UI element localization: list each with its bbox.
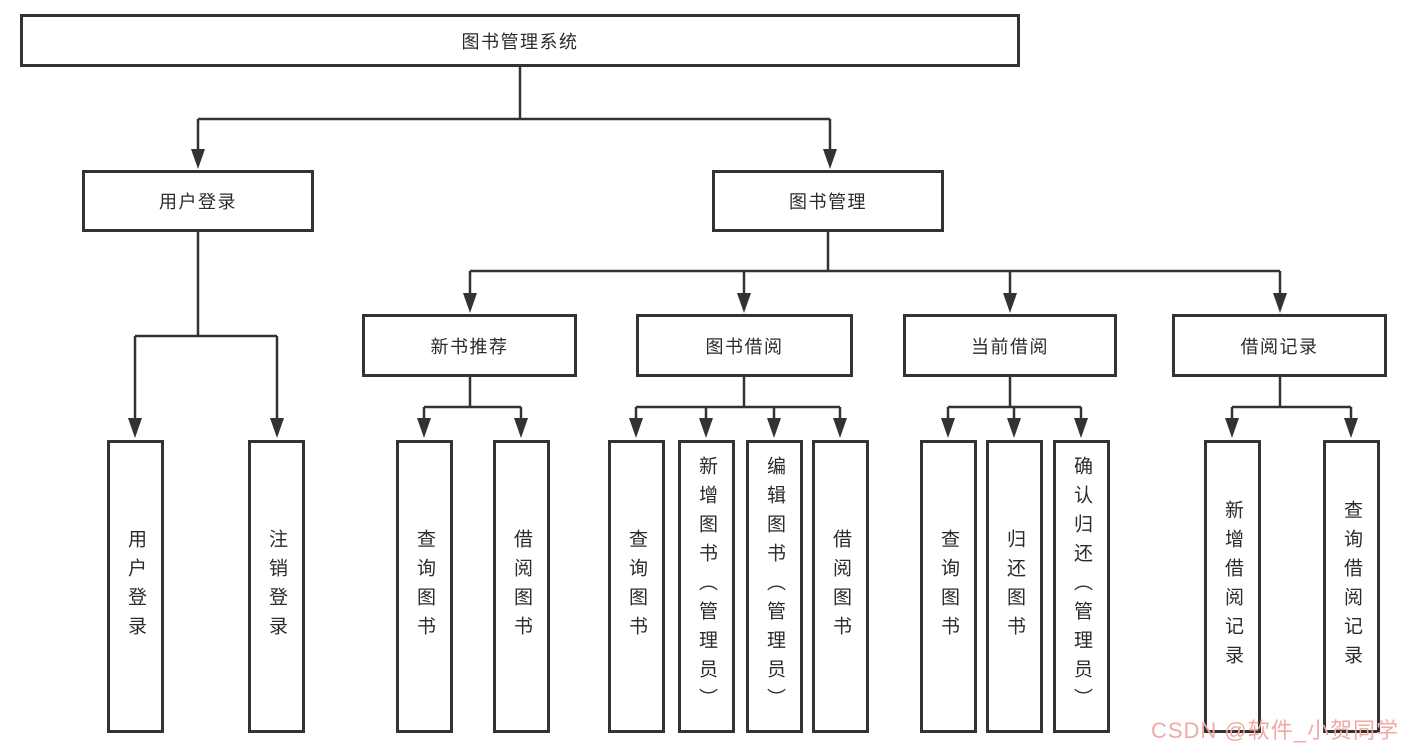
- leaf-add-borrow-record: 新增借阅记录: [1204, 440, 1261, 733]
- node-library-management-system: 图书管理系统: [20, 14, 1020, 67]
- leaf-edit-books-admin: 编辑图书（管理员）: [746, 440, 803, 733]
- leaf-query-borrow-record: 查询借阅记录: [1323, 440, 1380, 733]
- leaf-query-books-recommend: 查询图书: [396, 440, 453, 733]
- node-current-borrowing: 当前借阅: [903, 314, 1117, 377]
- leaf-logout-login: 注销登录: [248, 440, 305, 733]
- leaf-user-login: 用户登录: [107, 440, 164, 733]
- watermark: CSDN @软件_小贺同学: [1150, 718, 1399, 743]
- leaf-return-books: 归还图书: [986, 440, 1043, 733]
- node-borrowing-records: 借阅记录: [1172, 314, 1387, 377]
- node-user-login: 用户登录: [82, 170, 314, 232]
- node-new-book-recommendation: 新书推荐: [362, 314, 577, 377]
- leaf-add-books-admin: 新增图书（管理员）: [678, 440, 735, 733]
- leaf-borrow-books-borrowing: 借阅图书: [812, 440, 869, 733]
- leaf-query-books-borrowing: 查询图书: [608, 440, 665, 733]
- leaf-query-books-current: 查询图书: [920, 440, 977, 733]
- node-book-borrowing: 图书借阅: [636, 314, 853, 377]
- node-book-management: 图书管理: [712, 170, 944, 232]
- leaf-confirm-return-admin: 确认归还（管理员）: [1053, 440, 1110, 733]
- leaf-borrow-books-recommend: 借阅图书: [493, 440, 550, 733]
